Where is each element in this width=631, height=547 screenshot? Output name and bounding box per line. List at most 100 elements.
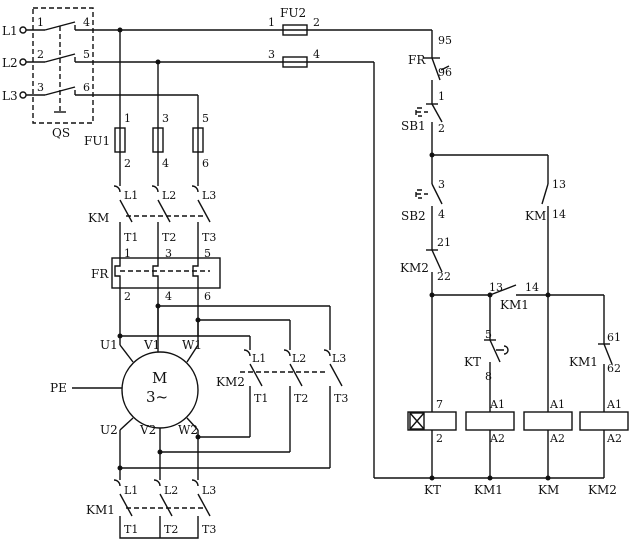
- control-circuit: 95 96 FR 1 2 SB1 3 4 SB2: [373, 30, 629, 497]
- coil-km-label: KM: [538, 483, 559, 497]
- km2-21-label: 21: [437, 236, 451, 249]
- fu1-t5-label: 5: [202, 112, 209, 125]
- km-aux-contact: 13 14 KM: [525, 178, 566, 295]
- qs-in2-label: 2: [37, 48, 44, 61]
- u2-label: U2: [100, 423, 118, 437]
- km-aux-label: KM: [525, 209, 546, 223]
- coil-km1-label: KM1: [474, 483, 503, 497]
- main-circuit: FU1 1 2 3 4 5 6 L1 L2 L3 KM T1 T2: [50, 30, 348, 539]
- pe-label: PE: [50, 381, 67, 395]
- fr-96-label: 96: [438, 66, 452, 79]
- l3-terminal: [19, 91, 27, 99]
- coil-kt-label: KT: [424, 483, 441, 497]
- fu2-fuse: FU2 1 2 3 4: [117, 6, 432, 68]
- km2-l2-label: L2: [292, 352, 306, 365]
- qs-in3-label: 3: [37, 81, 44, 94]
- km2-t2-label: T2: [294, 392, 308, 405]
- km-label: KM: [88, 211, 109, 225]
- l2-label: L2: [2, 56, 18, 70]
- sb2-start-button: 3 4 SB2: [401, 178, 445, 234]
- km1-aux-13-label: 13: [489, 281, 503, 294]
- sb2-4-label: 4: [438, 208, 445, 221]
- km1-nc-contact: 61 62 KM1: [569, 295, 621, 412]
- qs-out6-label: 6: [83, 81, 90, 94]
- kt-c-5-label: 5: [485, 328, 492, 341]
- coil-km2-a2-label: A2: [606, 432, 622, 445]
- km1-t2-label: T2: [164, 523, 178, 536]
- sb1-2-label: 2: [438, 122, 445, 135]
- km1-main-contacts: L1 L2 L3 KM1 T1 T2 T3: [86, 479, 216, 539]
- qs-in1-label: 1: [37, 16, 44, 29]
- motor-phase-label: 3~: [146, 388, 168, 406]
- qs-out4-label: 4: [83, 16, 90, 29]
- qs-label: QS: [52, 126, 70, 140]
- fu2-label: FU2: [280, 6, 306, 20]
- km1-nc-label: KM1: [569, 355, 598, 369]
- km2-nc-label: KM2: [400, 261, 429, 275]
- motor-m-label: M: [152, 369, 167, 387]
- coil-km-a2-label: A2: [549, 432, 565, 445]
- fu1-t2-label: 2: [124, 157, 131, 170]
- sb1-1-label: 1: [438, 90, 445, 103]
- qs-out5-label: 5: [83, 48, 90, 61]
- km1-t1-label: T1: [124, 523, 138, 536]
- km2-label: KM2: [216, 375, 245, 389]
- fu2-t2-label: 2: [313, 16, 320, 29]
- fr-nc-contact: 95 96 FR: [408, 34, 452, 96]
- coil-km1-a1-label: A1: [489, 398, 505, 411]
- fu1-t4-label: 4: [162, 157, 169, 170]
- l1-terminal: [19, 26, 27, 34]
- km2-l1-label: L1: [252, 352, 266, 365]
- u1-label: U1: [100, 338, 118, 352]
- l2-terminal: [19, 58, 27, 66]
- fu1-t1-label: 1: [124, 112, 131, 125]
- fr-t3-label: 3: [165, 247, 172, 260]
- fr-t2-label: 2: [124, 290, 131, 303]
- fr-t5-label: 5: [204, 247, 211, 260]
- fu1-t6-label: 6: [202, 157, 209, 170]
- fu1-label: FU1: [84, 134, 110, 148]
- km1-l1-label: L1: [124, 484, 138, 497]
- km-t1-label: T1: [124, 231, 138, 244]
- l1-label: L1: [2, 24, 18, 38]
- sb1-label: SB1: [401, 119, 426, 133]
- km-aux-14-label: 14: [552, 208, 566, 221]
- coil-km1-a2-label: A2: [489, 432, 505, 445]
- km2-l3-label: L3: [332, 352, 346, 365]
- fr-95-label: 95: [438, 34, 452, 47]
- km1-label: KM1: [86, 503, 115, 517]
- coil-km: A1 A2: [523, 398, 573, 445]
- km2-22-label: 22: [437, 270, 451, 283]
- fr-label: FR: [91, 267, 109, 281]
- coil-km2-a1-label: A1: [606, 398, 622, 411]
- qs-enclosure: [32, 7, 94, 124]
- km2-t3-label: T3: [334, 392, 348, 405]
- w1-label: W1: [182, 338, 202, 352]
- fr-nc-label: FR: [408, 53, 426, 67]
- v2-label: V2: [139, 423, 156, 437]
- km1-61-label: 61: [607, 331, 621, 344]
- coil-kt: 7 2: [407, 398, 457, 445]
- kt-c-8-label: 8: [485, 370, 492, 383]
- fr-t6-label: 6: [204, 290, 211, 303]
- km-main-contacts: L1 L2 L3 KM T1 T2 T3: [88, 185, 216, 258]
- kt-c-label: KT: [464, 355, 481, 369]
- fr-t1-label: 1: [124, 247, 131, 260]
- fu2-t4-label: 4: [313, 48, 320, 61]
- km1-aux-label: KM1: [500, 298, 529, 312]
- w2-label: W2: [178, 423, 198, 437]
- km2-t1-label: T1: [254, 392, 268, 405]
- sb2-3-label: 3: [438, 178, 445, 191]
- v1-label: V1: [143, 338, 160, 352]
- qs-switch: L1 L2 L3 1 2 3 4 5 6 QS: [2, 7, 198, 140]
- l3-label: L3: [2, 89, 18, 103]
- coil-kt-7-label: 7: [436, 398, 443, 411]
- km1-aux-14-label: 14: [525, 281, 539, 294]
- fr-t4-label: 4: [165, 290, 172, 303]
- km-l2-label: L2: [162, 189, 176, 202]
- km1-l3-label: L3: [202, 484, 216, 497]
- km-l1-label: L1: [124, 189, 138, 202]
- km1-t3-label: T3: [202, 523, 216, 536]
